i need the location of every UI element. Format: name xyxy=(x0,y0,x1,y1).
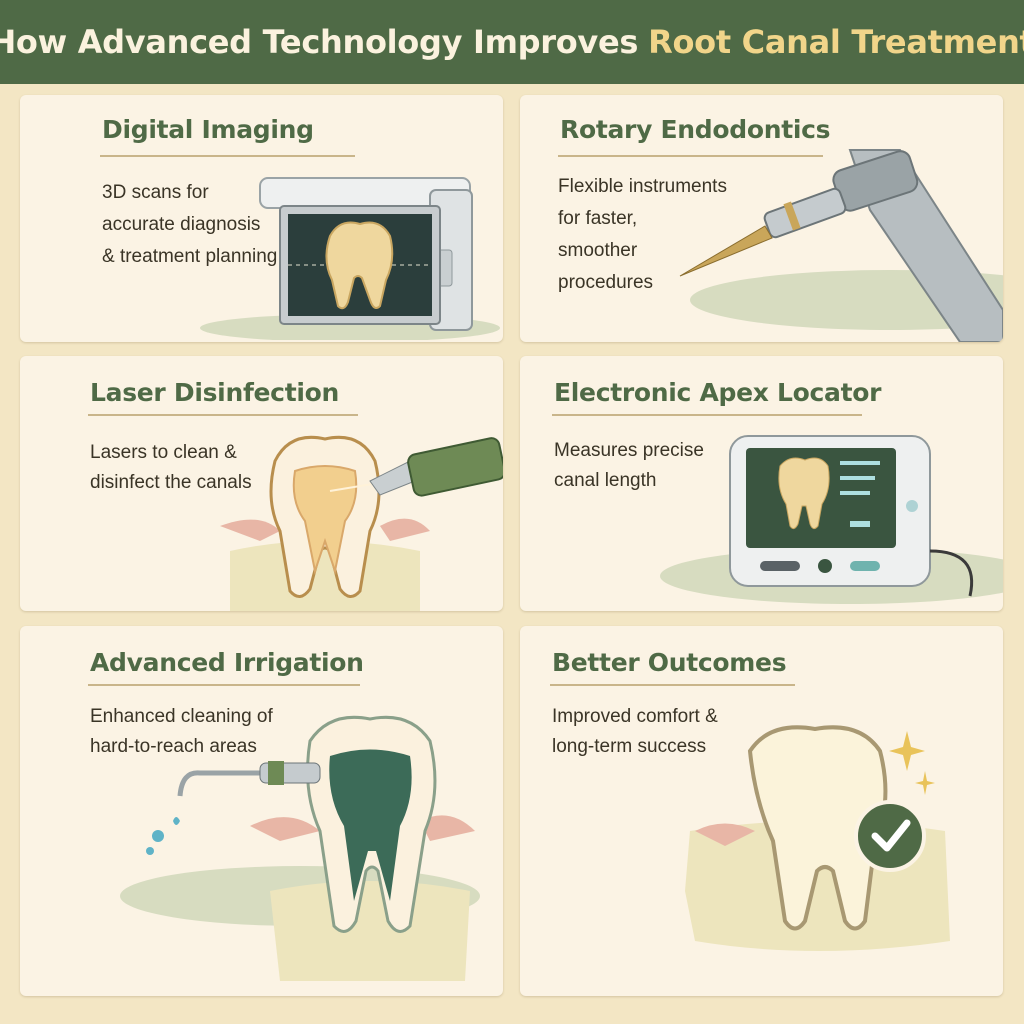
title-underline xyxy=(552,414,862,416)
title-underline xyxy=(88,414,358,416)
card-description: 3D scans for accurate diagnosis & treatm… xyxy=(102,177,277,273)
desc-line: & treatment planning xyxy=(102,246,278,267)
card-digital-imaging: Digital Imaging 3D scans for accurate di… xyxy=(20,95,503,342)
desc-line: hard-to-reach areas xyxy=(90,736,257,757)
desc-line: Measures precise xyxy=(554,440,704,461)
title-highlight: Root Canal Treatment xyxy=(648,23,1024,61)
card-better-outcomes: Better Outcomes Improved comfort & long-… xyxy=(520,626,1003,996)
desc-line: 3D scans for xyxy=(102,182,209,203)
desc-line: Improved comfort & xyxy=(552,706,718,727)
card-description: Measures precise canal length xyxy=(554,436,704,496)
rotary-handpiece-icon xyxy=(660,130,1003,342)
desc-line: Lasers to clean & xyxy=(90,442,237,463)
card-title: Rotary Endodontics xyxy=(560,115,831,144)
title-underline xyxy=(550,684,795,686)
desc-line: canal length xyxy=(554,470,657,491)
healthy-tooth-check-icon xyxy=(685,721,975,961)
title-underline xyxy=(558,155,823,157)
card-description: Flexible instruments for faster, smoothe… xyxy=(558,171,727,299)
title-underline xyxy=(88,684,360,686)
desc-line: procedures xyxy=(558,272,654,293)
desc-line: disinfect the canals xyxy=(90,472,252,493)
dental-scanner-icon xyxy=(200,170,500,340)
desc-line: long-term success xyxy=(552,736,707,757)
desc-line: smoother xyxy=(558,240,638,261)
card-title: Electronic Apex Locator xyxy=(554,378,882,407)
desc-line: Flexible instruments xyxy=(558,176,727,197)
page-title: How Advanced Technology Improves Root Ca… xyxy=(0,0,1024,84)
card-laser-disinfection: Laser Disinfection Lasers to clean & dis… xyxy=(20,356,503,611)
apex-locator-icon xyxy=(650,426,1003,606)
card-title: Advanced Irrigation xyxy=(90,648,364,677)
irrigation-tooth-icon xyxy=(120,711,503,991)
title-main: How Advanced Technology Improves xyxy=(0,23,639,61)
card-description: Improved comfort & long-term success xyxy=(552,702,718,762)
card-description: Enhanced cleaning of hard-to-reach areas xyxy=(90,702,273,762)
card-title: Better Outcomes xyxy=(552,648,787,677)
card-title: Digital Imaging xyxy=(102,115,314,144)
desc-line: for faster, xyxy=(558,208,638,229)
card-rotary-endodontics: Rotary Endodontics Flexible instruments … xyxy=(520,95,1003,342)
card-title: Laser Disinfection xyxy=(90,378,339,407)
laser-tooth-icon xyxy=(220,431,503,611)
desc-line: Enhanced cleaning of xyxy=(90,706,273,727)
card-description: Lasers to clean & disinfect the canals xyxy=(90,438,252,498)
desc-line: accurate diagnosis xyxy=(102,214,261,235)
title-underline xyxy=(100,155,355,157)
card-electronic-apex-locator: Electronic Apex Locator Measures precise… xyxy=(520,356,1003,611)
card-advanced-irrigation: Advanced Irrigation Enhanced cleaning of… xyxy=(20,626,503,996)
